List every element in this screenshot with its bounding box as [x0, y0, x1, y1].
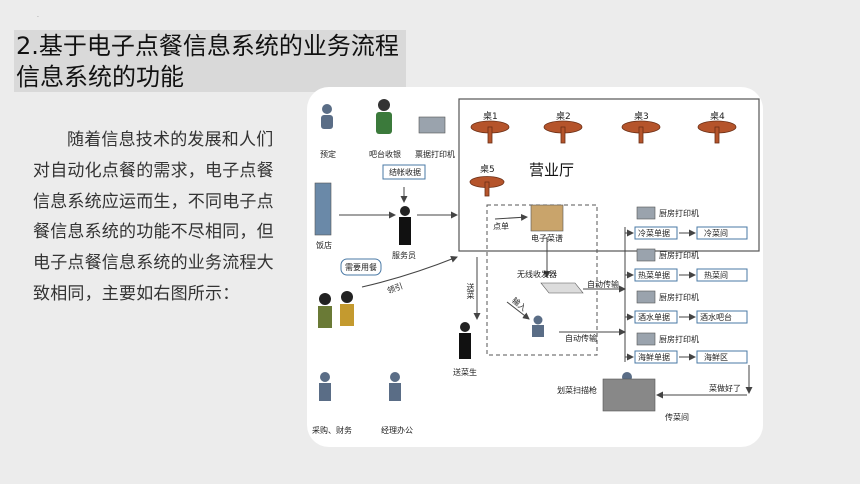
body-paragraph: 随着信息技术的发展和人们对自动化点餐的需求，电子点餐信息系统应运而生，不同电子点… — [33, 130, 274, 304]
slide-title: 2.基于电子点餐信息系统的业务流程信息系统的功能 — [16, 32, 399, 91]
person-icon — [318, 99, 633, 401]
kitchen-printer-label: 厨房打印机 — [659, 335, 699, 344]
checkout-label: 结帐收据 — [389, 168, 421, 177]
pass-room-label: 传菜间 — [665, 413, 689, 422]
kitchen-printer-label: 厨房打印机 — [659, 293, 699, 302]
room-label: 热菜间 — [704, 271, 728, 280]
kitchen-printer-label: 厨房打印机 — [659, 251, 699, 260]
room-label: 冷菜间 — [704, 229, 728, 238]
flow-arrow — [339, 187, 753, 399]
serve-dish-label: 送菜 — [466, 283, 475, 299]
need-dining-label: 需要用餐 — [345, 263, 377, 272]
procure-finance-label: 采购、财务 — [312, 426, 352, 435]
wireless-transceiver-label: 无线收发器 — [517, 270, 557, 279]
ticket-label: 酒水单据 — [638, 313, 670, 322]
table-label: 桌3 — [634, 112, 649, 122]
table-icon — [469, 120, 737, 197]
title-background — [14, 30, 406, 92]
table-label: 桌1 — [483, 112, 498, 122]
table-label: 桌5 — [480, 165, 495, 175]
server-label: 送菜生 — [453, 368, 477, 377]
waiter-label: 服务员 — [392, 251, 416, 260]
hall-label: 营业厅 — [529, 161, 575, 179]
auto-transmit-label: 自动传输 — [587, 280, 619, 289]
reserve-label: 预定 — [320, 150, 336, 159]
order-label: 点单 — [493, 222, 509, 231]
scanner-label: 划菜扫描枪 — [557, 386, 597, 395]
slide-dot: · — [37, 14, 39, 21]
auto-transmit-label: 自动传输 — [565, 334, 597, 343]
hall-frame — [458, 98, 760, 252]
bar-cashier-label: 吧台收银 — [369, 150, 401, 159]
manager-office-label: 经理办公 — [381, 426, 413, 435]
table-label: 桌4 — [710, 112, 725, 122]
diagram-graphics — [314, 98, 760, 412]
ticket-label: 海鲜单据 — [638, 353, 670, 362]
ticket-label: 热菜单据 — [638, 271, 670, 280]
room-label: 海鲜区 — [704, 353, 728, 362]
hotel-label: 饭店 — [316, 241, 332, 250]
system-frame — [486, 204, 598, 356]
electronic-menu-label: 电子菜谱 — [531, 234, 563, 243]
receipt-printer-label: 票据打印机 — [415, 150, 455, 159]
table-label: 桌2 — [556, 112, 571, 122]
room-label: 酒水吧台 — [700, 313, 732, 322]
flow-box — [340, 164, 748, 364]
ticket-label: 冷菜单据 — [638, 229, 670, 238]
dish-done-label: 菜做好了 — [709, 384, 741, 393]
device-icon — [314, 116, 656, 412]
kitchen-printer-label: 厨房打印机 — [659, 209, 699, 218]
diagram-card: 桌1 桌2 桌3 桌4 桌5 营业厅 预定 吧台收银 票据打印机 结帐收据 饭店… — [307, 87, 763, 447]
